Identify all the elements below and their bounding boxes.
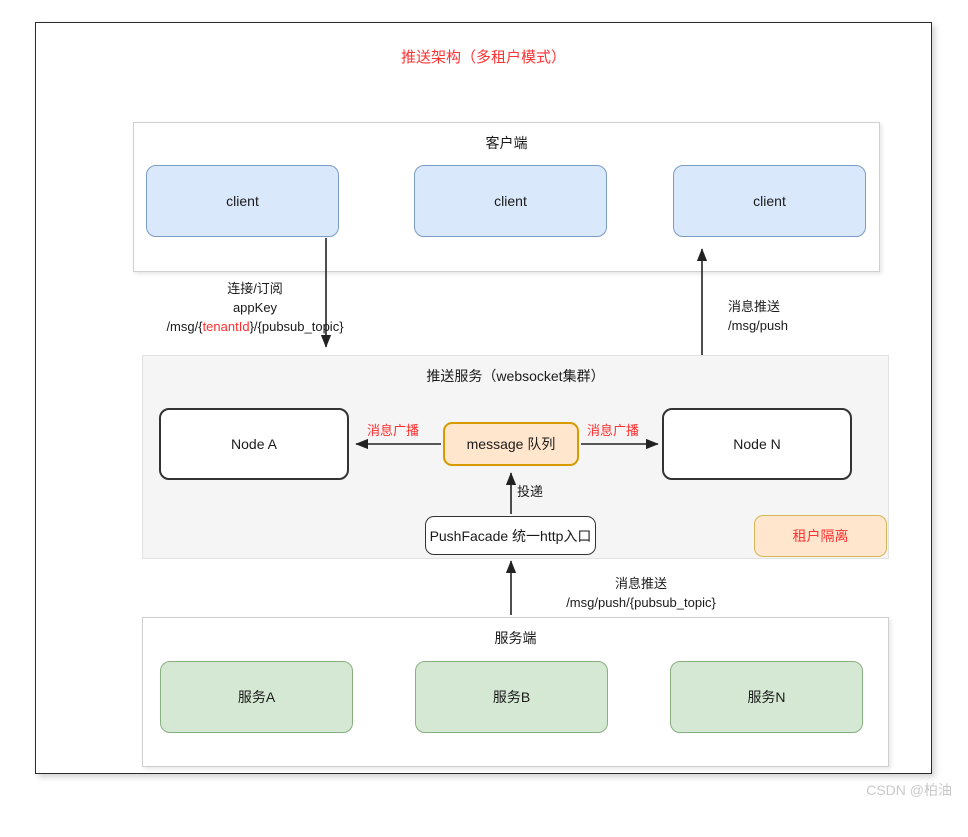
client-box-3[interactable]: client <box>673 165 866 237</box>
websocket-node-n[interactable]: Node N <box>662 408 852 480</box>
edge-label-push-to-facade: 消息推送 /msg/push/{pubsub_topic} <box>555 574 727 612</box>
edge-label-deliver: 投递 <box>517 484 544 499</box>
edge-label-broadcast-left: 消息广播 <box>367 423 420 438</box>
csdn-watermark: CSDN @柏油 <box>866 782 952 798</box>
tenant-isolation-badge: 租户隔离 <box>754 515 887 557</box>
client-box-1[interactable]: client <box>146 165 339 237</box>
diagram-canvas: 推送架构（多租户模式） 客户端 推送服务（websocket集群） 服务端 cl… <box>35 22 932 774</box>
edge-label-subscribe-line1: 连接/订阅 <box>227 281 283 296</box>
page-title: 推送架构（多租户模式） <box>400 49 566 66</box>
service-box-n[interactable]: 服务N <box>670 661 863 733</box>
push-facade-box[interactable]: PushFacade 统一http入口 <box>425 516 596 555</box>
service-box-b[interactable]: 服务B <box>415 661 608 733</box>
subscribe-path-prefix: /msg/{ <box>166 319 203 334</box>
subscribe-path-suffix: }/{pubsub_topic} <box>249 319 344 334</box>
client-section-title: 客户端 <box>485 135 528 151</box>
edge-label-push-to-client-line1: 消息推送 <box>728 299 781 314</box>
edge-label-push-to-client-line2: /msg/push <box>728 318 788 333</box>
edge-label-broadcast-right: 消息广播 <box>587 423 640 438</box>
client-box-2[interactable]: client <box>414 165 607 237</box>
push-service-section-title: 推送服务（websocket集群） <box>426 368 605 384</box>
edge-label-push-to-facade-line2: /msg/push/{pubsub_topic} <box>566 595 716 610</box>
edge-label-push-to-facade-line1: 消息推送 <box>614 576 667 591</box>
service-box-a[interactable]: 服务A <box>160 661 353 733</box>
edge-label-subscribe-line2: appKey <box>232 300 278 315</box>
subscribe-path-tenant: tenantId <box>202 319 250 334</box>
edge-label-subscribe-path: /msg/{tenantId}/{pubsub_topic} <box>155 317 355 336</box>
message-queue-box[interactable]: message 队列 <box>443 422 579 466</box>
edge-label-subscribe: 连接/订阅 appKey /msg/{tenantId}/{pubsub_top… <box>155 279 355 336</box>
websocket-node-a[interactable]: Node A <box>159 408 349 480</box>
edge-label-push-to-client: 消息推送 /msg/push <box>728 297 788 335</box>
server-section-title: 服务端 <box>494 630 537 646</box>
